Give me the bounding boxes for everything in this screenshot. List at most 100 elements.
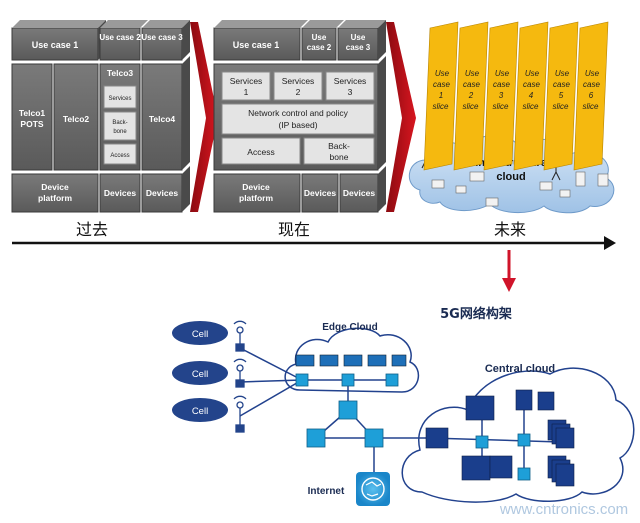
slice-6-label: 6: [589, 91, 594, 100]
slice-1-label: slice: [432, 102, 449, 111]
future-architecture: Infrastructure cloud Usecase1sliceUsecas…: [409, 21, 615, 214]
slice-group: Use case 1 slice Use case 2 slice Use case 3 slice U…: [423, 21, 609, 171]
globe-icon: [356, 472, 390, 506]
red-arrow-1: [190, 22, 218, 212]
slice-2-label: case: [463, 80, 480, 89]
timeline-future: 未来: [494, 220, 526, 239]
timeline-past: 过去: [76, 220, 108, 239]
slice-3-label: 3: [499, 91, 504, 100]
past-telco2: Telco2: [63, 114, 90, 124]
cell-1-label: Cell: [192, 329, 208, 340]
past-use-case-1: Use case 1: [32, 40, 79, 50]
edge-server-icons: [295, 354, 407, 367]
present-network-line2: (IP based): [278, 120, 317, 130]
slice-1-label: Use: [435, 69, 450, 78]
slice-4: [513, 21, 549, 171]
cell-3-label: Cell: [192, 406, 208, 417]
slice-3-label: Use: [495, 69, 510, 78]
cell-2: Cell: [172, 361, 228, 385]
edge-cloud-label: Edge Cloud: [322, 322, 378, 333]
slice-4-label: case: [523, 80, 540, 89]
present-services-1-label: Services: [230, 76, 263, 86]
central-cloud-label: Central cloud: [485, 363, 555, 375]
slice-2-label: Use: [465, 69, 480, 78]
switch-icons: [295, 373, 531, 481]
cell-3: Cell: [172, 398, 228, 422]
slice-4-label: slice: [522, 102, 539, 111]
past-telco4: Telco4: [149, 114, 176, 124]
network-diagram: Edge Cloud Central cloud Cell: [172, 320, 635, 506]
slice-6-label: case: [583, 80, 600, 89]
past-telco3-services: Services: [108, 96, 131, 102]
past-devices-a: Devices: [104, 188, 136, 198]
red-arrow-2: [386, 22, 416, 212]
present-device: Device: [242, 182, 270, 192]
timeline: 过去 现在 未来: [12, 220, 616, 250]
slice-4-label: 4: [529, 91, 534, 100]
present-services-3-label: Services: [334, 76, 367, 86]
present-architecture: Use case 1 Use case 2 Use case 3 Service…: [213, 20, 386, 213]
slice-6: [573, 21, 609, 171]
present-use-case-1: Use case 1: [233, 40, 280, 50]
antenna-icon: [233, 320, 247, 433]
watermark: www.cntronics.com: [499, 501, 628, 518]
cell-1: Cell: [172, 321, 228, 345]
slice-3: [483, 21, 519, 171]
slice-6-label: slice: [582, 102, 599, 111]
present-services-2-num: 2: [296, 87, 301, 97]
present-network-line1: Network control and policy: [248, 108, 348, 118]
past-telco3-access: Access: [110, 153, 129, 159]
present-devices-b: Devices: [343, 188, 375, 198]
slice-2-label: 2: [468, 91, 474, 100]
past-telco3: Telco3: [107, 68, 134, 78]
timeline-arrowhead: [604, 236, 616, 250]
slice-4-label: Use: [525, 69, 540, 78]
slice-5-label: case: [553, 80, 570, 89]
past-use-case-2-top: Use case 2: [99, 33, 141, 42]
down-arrow: [502, 250, 516, 292]
past-architecture: Use case 1 Use case 2 Use case 3 Telco1 …: [11, 20, 190, 213]
infra-cloud-line2: cloud: [496, 171, 525, 183]
slice-1-label: 1: [439, 91, 443, 100]
present-use-3: Use: [351, 33, 366, 42]
slice-2: [453, 21, 489, 171]
central-server-icons: [425, 389, 575, 487]
present-services-1-num: 1: [244, 87, 249, 97]
past-platform: platform: [38, 193, 72, 203]
present-services-2-label: Services: [282, 76, 315, 86]
timeline-present: 现在: [278, 220, 310, 239]
slice-2-label: slice: [462, 102, 479, 111]
past-device: Device: [41, 182, 69, 192]
present-services-3-num: 3: [348, 87, 353, 97]
past-devices-b: Devices: [146, 188, 178, 198]
present-bone: bone: [330, 152, 349, 162]
past-telco1: Telco1: [19, 108, 46, 118]
present-devices-a: Devices: [304, 188, 336, 198]
present-back: Back-: [328, 141, 350, 151]
slice-6-label: Use: [585, 69, 600, 78]
past-telco3-back: Back-: [112, 120, 127, 126]
present-access: Access: [247, 147, 274, 157]
cloud-devices: [431, 171, 609, 207]
central-cloud: [401, 367, 635, 503]
slice-1-label: case: [433, 80, 450, 89]
internet-label: Internet: [308, 486, 345, 497]
present-use-2: Use: [312, 33, 327, 42]
slice-3-label: case: [493, 80, 510, 89]
cell-2-label: Cell: [192, 369, 208, 380]
slice-5-label: Use: [555, 69, 570, 78]
slice-5: [543, 21, 579, 171]
present-case-2: case 2: [307, 43, 332, 52]
past-telco1-pots: POTS: [20, 119, 43, 129]
slice-5-label: slice: [552, 102, 569, 111]
present-platform: platform: [239, 193, 273, 203]
slice-3-label: slice: [492, 102, 509, 111]
edge-cloud: [284, 327, 420, 393]
present-case-3: case 3: [346, 43, 371, 52]
slice-5-label: 5: [559, 91, 564, 100]
arch-title: 5G网络构架: [440, 306, 512, 322]
past-telco3-bone: bone: [113, 129, 127, 135]
past-use-case-3-top: Use case 3: [141, 33, 183, 42]
slice-1: [423, 21, 459, 171]
